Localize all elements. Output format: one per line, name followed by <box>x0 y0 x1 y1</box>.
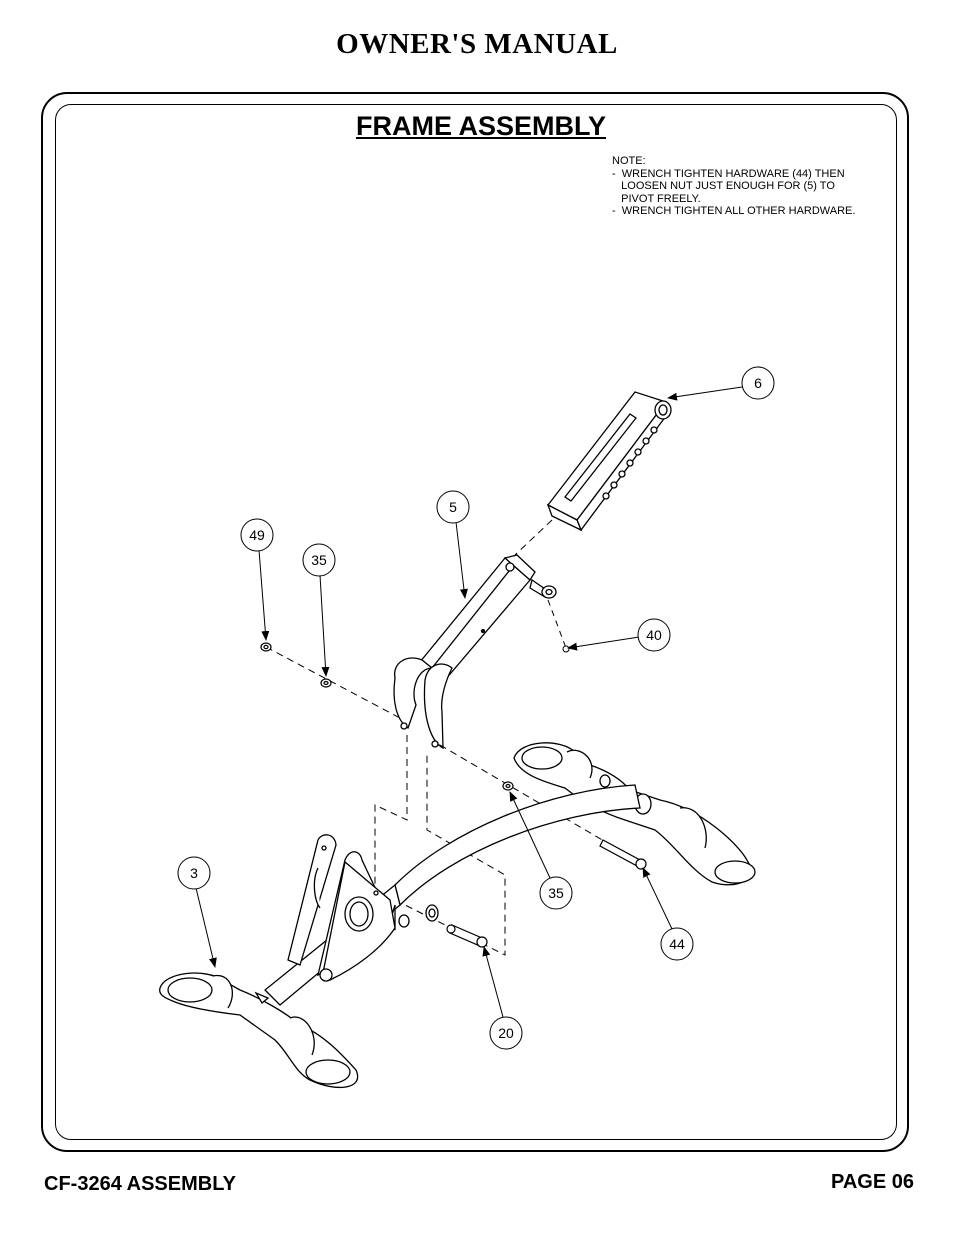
part-35-washer-bottom <box>502 781 514 791</box>
callout-35-bottom-circle <box>539 876 573 910</box>
callout-6-label: 6 <box>754 375 762 391</box>
callout-44-circle <box>660 927 694 961</box>
model-assembly-label: CF-3264 ASSEMBLY <box>44 1173 236 1195</box>
callout-49-circle <box>240 518 274 552</box>
callout-35-bottom-label: 35 <box>548 885 564 901</box>
part-20-spacer <box>446 924 488 948</box>
leader-line-44 <box>642 867 673 930</box>
leader-line-40 <box>567 636 640 651</box>
leader-line-3 <box>195 887 217 968</box>
assembly-note: NOTE:- WRENCH TIGHTEN HARDWARE (44) THEN… <box>612 155 855 218</box>
section-title: FRAME ASSEMBLY <box>355 111 607 141</box>
manual-title: OWNER'S MANUAL <box>336 28 618 60</box>
callout-40-circle <box>637 618 671 652</box>
callout-44-label: 44 <box>669 936 685 952</box>
callout-3-circle <box>177 856 211 890</box>
callout-3-label: 3 <box>190 865 198 881</box>
assembly-guide-line <box>514 519 553 556</box>
page-number: PAGE 06 <box>831 1171 914 1193</box>
note-line: LOOSEN NUT JUST ENOUGH FOR (5) TO <box>612 180 835 192</box>
part-6-extension-tube <box>546 391 672 532</box>
part-40-pin <box>562 645 570 653</box>
callout-35-top-label: 35 <box>311 552 327 568</box>
callout-40-label: 40 <box>646 627 662 643</box>
part-5-pivot-arm <box>393 554 557 750</box>
assembly-guide-line <box>547 599 567 649</box>
callout-49-label: 49 <box>249 527 265 543</box>
note-line: NOTE: <box>612 155 646 167</box>
callout-6-circle <box>741 366 775 400</box>
leader-line-5 <box>455 521 468 599</box>
callout-20-label: 20 <box>498 1025 514 1041</box>
part-3-base-frame <box>159 742 756 1089</box>
part-35-washer-top <box>320 678 332 688</box>
callout-5-label: 5 <box>449 499 457 515</box>
note-line: - WRENCH TIGHTEN HARDWARE (44) THEN <box>612 167 845 180</box>
leader-line-6 <box>667 386 743 401</box>
note-line: - WRENCH TIGHTEN ALL OTHER HARDWARE. <box>612 205 856 217</box>
leader-line-35-bottom <box>509 791 551 879</box>
leader-line-35-top <box>319 574 330 677</box>
page-frame-inner <box>55 104 897 1140</box>
assembly-guide-line <box>374 735 506 956</box>
part-49-nut <box>260 642 272 652</box>
callout-20-circle <box>489 1016 523 1050</box>
note-line: PIVOT FREELY. <box>612 192 701 205</box>
leader-line-20 <box>482 946 504 1018</box>
callout-5-circle <box>436 490 470 524</box>
callout-35-top-circle <box>302 543 336 577</box>
page-frame-outer <box>41 92 909 1152</box>
assembly-guide-line <box>265 646 401 719</box>
leader-line-49 <box>258 549 270 641</box>
part-44-bolt <box>599 839 647 870</box>
